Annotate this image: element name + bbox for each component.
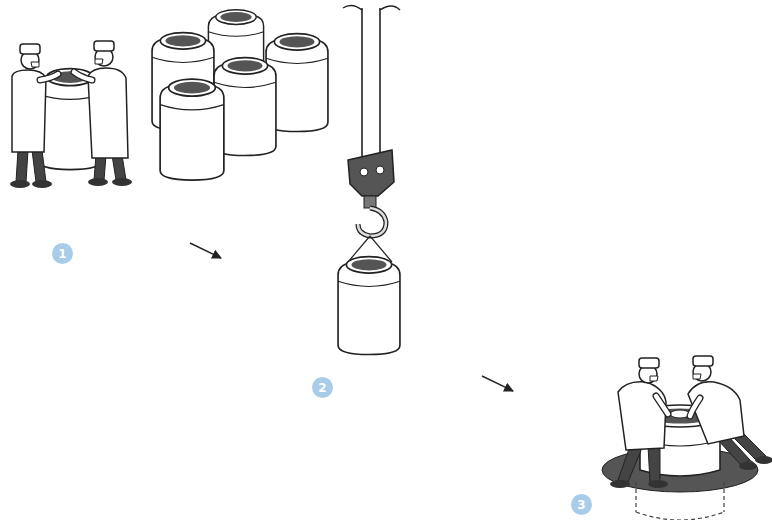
callout-number-text: 1 — [58, 248, 66, 260]
crane-hook — [379, 8, 381, 158]
worker — [610, 480, 630, 488]
worker — [10, 44, 58, 188]
callout-number: 1 — [52, 243, 73, 264]
worker — [639, 358, 659, 368]
worker — [739, 462, 757, 470]
worker — [31, 62, 39, 67]
worker — [32, 150, 46, 182]
worker — [20, 44, 40, 54]
worker — [88, 178, 108, 186]
crane-hook — [338, 5, 400, 354]
worker — [40, 74, 58, 80]
jar-burial — [636, 482, 724, 520]
worker — [16, 150, 28, 182]
worker — [610, 358, 668, 488]
callout-number: 2 — [312, 377, 333, 398]
crane-hook — [348, 150, 394, 196]
worker — [94, 41, 114, 51]
worker — [74, 72, 92, 80]
worker — [688, 356, 772, 470]
callout-number-text: 2 — [318, 382, 326, 394]
step-arrow — [190, 243, 221, 258]
crane-hook — [360, 168, 368, 176]
callout-circle — [312, 377, 333, 398]
workers-carrying-jar — [10, 41, 132, 188]
jar-burial — [602, 356, 772, 520]
worker — [40, 74, 58, 80]
worker — [648, 480, 668, 488]
worker — [755, 456, 772, 464]
worker — [95, 59, 103, 64]
worker — [618, 382, 666, 450]
callout-number-text: 3 — [577, 499, 585, 511]
worker — [74, 72, 92, 80]
crane-hook — [361, 8, 363, 158]
worker — [74, 41, 132, 186]
jar-group — [152, 10, 328, 180]
jar-group — [160, 79, 224, 180]
worker — [112, 178, 132, 186]
crane-hook — [364, 196, 376, 208]
worker — [656, 396, 668, 414]
worker — [690, 398, 700, 416]
crane-hook — [380, 6, 400, 10]
worker — [656, 396, 668, 414]
crane-hook — [376, 166, 384, 174]
crane-hook — [358, 208, 386, 236]
worker — [693, 356, 713, 366]
crane-hook — [338, 257, 400, 355]
worker — [650, 376, 658, 381]
worker — [648, 446, 660, 482]
crane-hook — [343, 5, 362, 10]
worker — [690, 398, 700, 416]
worker — [693, 374, 701, 379]
worker — [618, 446, 642, 482]
step-arrow — [482, 376, 513, 391]
crane-hook — [358, 208, 386, 236]
worker — [32, 180, 52, 188]
worker — [10, 180, 30, 188]
callout-circle — [52, 243, 73, 264]
callout-circle — [571, 494, 592, 515]
worker — [688, 382, 744, 444]
callout-number: 3 — [571, 494, 592, 515]
